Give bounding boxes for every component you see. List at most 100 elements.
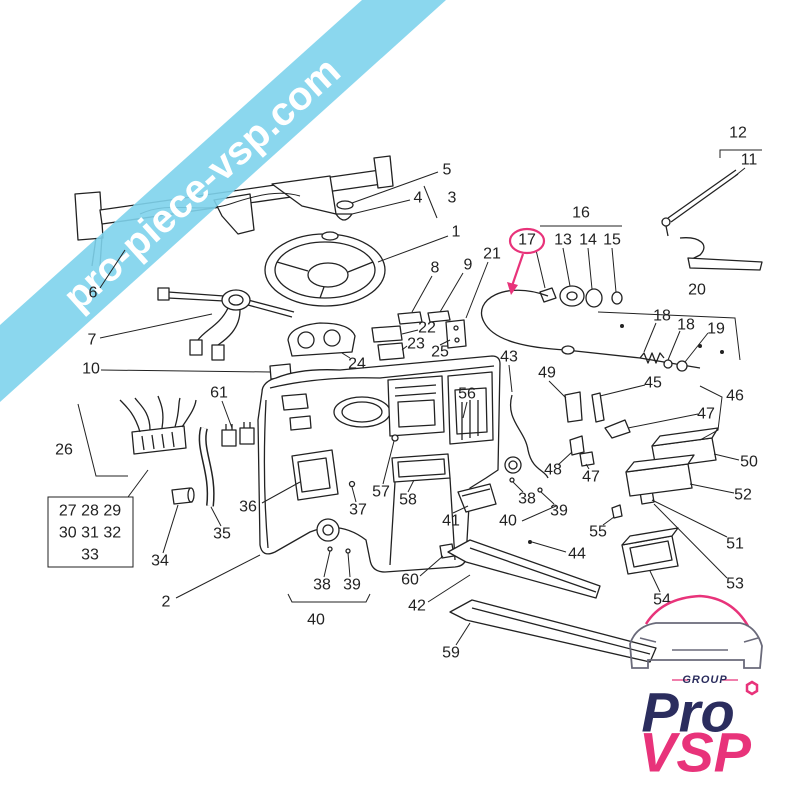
pro-vsp-logo: GROUP Pro VSP [629, 594, 763, 784]
leader-34 [162, 504, 179, 554]
lower-trays [439, 539, 657, 663]
right-stalk [247, 299, 295, 318]
leader-18-a [643, 322, 657, 353]
leader-23 [401, 345, 408, 351]
callout-44: 44 [568, 546, 586, 563]
leader-25 [439, 339, 451, 346]
leader-lines [77, 149, 762, 646]
callout-42: 42 [408, 598, 426, 615]
nut-15 [611, 291, 623, 305]
steering-wheel-hub [307, 262, 349, 288]
screw-37 [348, 480, 356, 488]
wiring-and-hoses [119, 395, 255, 507]
callout-52: 52 [734, 487, 752, 504]
screw-38-right [509, 477, 515, 483]
radio-slot [397, 399, 436, 428]
leader-50 [713, 453, 740, 461]
switch-body-inner [228, 294, 244, 306]
cubby-58-inner [397, 458, 446, 478]
callout-51: 51 [726, 536, 744, 553]
column-opening-inner [341, 401, 383, 423]
bin-41-rim [461, 488, 491, 497]
bracket-20 [597, 311, 741, 361]
leader-41 [452, 505, 469, 514]
speaker-38-center [322, 524, 334, 536]
leader-4 [351, 199, 411, 215]
highlight-circle [508, 227, 546, 255]
box-52-top [625, 454, 695, 473]
screw-39-right [537, 487, 543, 493]
part-5-cap [336, 200, 354, 210]
callout-35: 35 [213, 526, 231, 543]
callout-40-right: 40 [499, 513, 517, 530]
tray-59-edge [471, 607, 651, 655]
callout-45: 45 [644, 375, 662, 392]
bracket-47-upper [604, 419, 631, 439]
clip-45 [591, 392, 605, 423]
callout-labels: 5 4 3 1 6 7 8 9 21 22 23 25 24 10 16 17 … [55, 125, 758, 662]
leader-42 [427, 574, 471, 603]
wiper-arm [667, 169, 739, 223]
connector-26-wires [119, 395, 197, 433]
callout-18-a: 18 [653, 308, 671, 325]
leader-53 [653, 503, 728, 579]
logo-tagline: GROUP [682, 674, 727, 686]
bracket-40-right [521, 505, 557, 522]
leader-10 [100, 369, 271, 373]
logo-hex-ring [745, 680, 759, 696]
leader-36 [261, 481, 301, 504]
leader-11 [734, 167, 746, 177]
screw-44 [528, 540, 532, 544]
ignition-switch [539, 285, 623, 308]
leader-8 [411, 275, 433, 313]
leader-6 [99, 249, 126, 289]
leader-55 [602, 516, 615, 526]
connector-61-b [239, 427, 255, 445]
leader-2 [175, 554, 261, 599]
fitting-34-end [187, 487, 195, 503]
left-stalk [167, 291, 225, 302]
callout-61: 61 [210, 385, 228, 402]
callout-11: 11 [741, 152, 758, 169]
callout-6: 6 [89, 285, 98, 302]
cable-43 [509, 394, 549, 479]
bin-41 [457, 483, 497, 513]
leader-54 [649, 570, 661, 593]
logo-car-roof [644, 594, 750, 627]
leader-1 [377, 235, 449, 263]
watermark-band [0, 0, 446, 402]
callout-10: 10 [82, 361, 100, 378]
leader-48 [557, 451, 573, 466]
callout-9: 9 [464, 257, 473, 274]
leader-17 [535, 249, 546, 289]
leader-19 [684, 332, 709, 363]
bracket-40-left [287, 593, 371, 603]
washer-hose [679, 237, 705, 261]
grouped-parts-row-3: 33 [81, 547, 99, 564]
part-4-cup [335, 213, 353, 221]
dashboard [257, 355, 501, 573]
right-panel-inner [454, 387, 488, 435]
callout-50: 50 [740, 454, 758, 471]
leader-44 [531, 541, 567, 553]
plate-25 [445, 319, 467, 349]
callout-59: 59 [442, 645, 460, 662]
switch-block-23 [377, 342, 405, 361]
callout-36: 36 [239, 499, 257, 516]
console-tunnel-lines [389, 477, 456, 566]
leader-39-left [347, 552, 351, 578]
leader-43 [508, 364, 513, 393]
callout-17: 17 [518, 232, 536, 249]
callout-14: 14 [579, 232, 597, 249]
callout-8: 8 [431, 260, 440, 277]
cluster-gauge-b [323, 329, 341, 347]
leader-18-b [667, 330, 681, 361]
instrument-cluster [287, 322, 356, 357]
grouped-parts-frame [47, 496, 134, 568]
callout-15: 15 [603, 232, 621, 249]
screws-56 [461, 400, 479, 440]
callout-56: 56 [458, 386, 476, 403]
callout-53: 53 [726, 576, 744, 593]
left-stalk-knob [157, 287, 170, 301]
